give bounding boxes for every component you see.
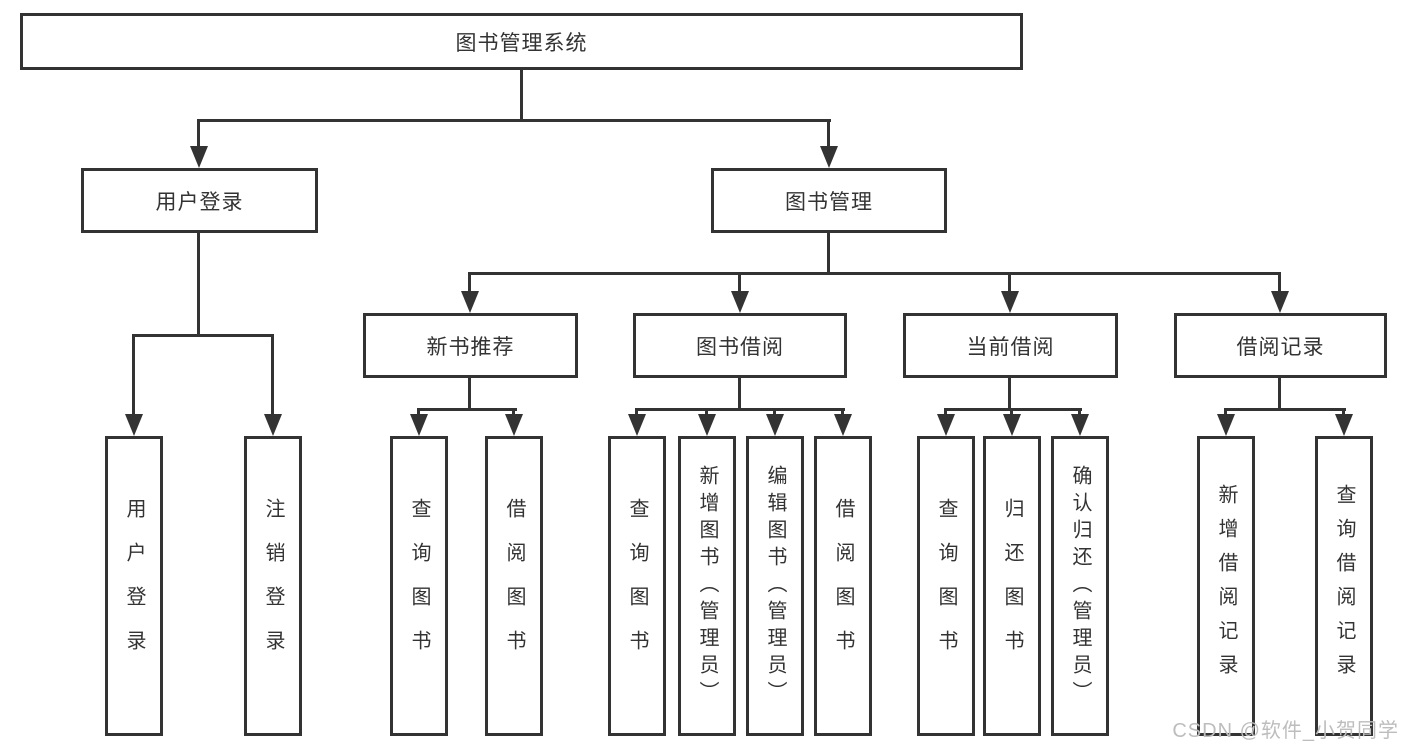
node-label: 借阅图书 bbox=[503, 498, 525, 674]
leaf-recommend-query-books: 查询图书 bbox=[390, 436, 448, 736]
connector-line bbox=[1224, 408, 1346, 411]
arrowhead-icon bbox=[1271, 291, 1289, 313]
leaf-confirm-return-admin: 确认归还（管理员） bbox=[1051, 436, 1109, 736]
node-label: 查询图书 bbox=[935, 498, 957, 674]
node-book-management: 图书管理 bbox=[711, 168, 947, 233]
arrowhead-icon bbox=[410, 414, 428, 436]
connector-line bbox=[827, 119, 830, 151]
connector-line bbox=[417, 408, 517, 411]
connector-line bbox=[1278, 378, 1281, 411]
connector-line bbox=[738, 378, 741, 411]
connector-line bbox=[1008, 378, 1011, 411]
connector-line bbox=[1008, 272, 1011, 296]
connector-line bbox=[197, 119, 831, 122]
node-label: 归还图书 bbox=[1001, 498, 1023, 674]
leaf-add-borrow-record: 新增借阅记录 bbox=[1197, 436, 1255, 736]
node-label: 查询图书 bbox=[626, 498, 648, 674]
node-label: 借阅记录 bbox=[1236, 335, 1325, 359]
arrowhead-icon bbox=[1001, 291, 1019, 313]
node-label: 查询借阅记录 bbox=[1333, 484, 1355, 688]
connector-line bbox=[132, 334, 274, 337]
node-label: 图书管理 bbox=[785, 190, 873, 214]
csdn-watermark: CSDN @软件_小贺同学 bbox=[1172, 720, 1399, 742]
node-label: 注销登录 bbox=[262, 498, 284, 674]
node-label: 编辑图书（管理员） bbox=[764, 464, 786, 708]
node-label: 图书管理系统 bbox=[455, 31, 588, 55]
node-label: 用户登录 bbox=[155, 190, 244, 214]
connector-line bbox=[520, 68, 523, 121]
node-library-management-system: 图书管理系统 bbox=[20, 13, 1023, 70]
node-current-borrowing: 当前借阅 bbox=[903, 313, 1118, 378]
arrowhead-icon bbox=[731, 291, 749, 313]
node-label: 新书推荐 bbox=[426, 335, 515, 359]
leaf-current-query-books: 查询图书 bbox=[917, 436, 975, 736]
arrowhead-icon bbox=[461, 291, 479, 313]
node-label: 新增借阅记录 bbox=[1215, 484, 1237, 688]
leaf-return-books: 归还图书 bbox=[983, 436, 1041, 736]
arrowhead-icon bbox=[628, 414, 646, 436]
connector-line bbox=[468, 378, 471, 411]
leaf-borrow-query-books: 查询图书 bbox=[608, 436, 666, 736]
node-label: 查询图书 bbox=[408, 498, 430, 674]
node-label: 图书借阅 bbox=[696, 335, 784, 359]
arrowhead-icon bbox=[834, 414, 852, 436]
arrowhead-icon bbox=[1217, 414, 1235, 436]
connector-line bbox=[738, 272, 741, 296]
arrowhead-icon bbox=[937, 414, 955, 436]
connector-line bbox=[468, 272, 1281, 275]
arrowhead-icon bbox=[505, 414, 523, 436]
arrowhead-icon bbox=[264, 414, 282, 436]
arrowhead-icon bbox=[820, 146, 838, 168]
node-label: 当前借阅 bbox=[966, 335, 1055, 359]
leaf-user-login: 用户登录 bbox=[105, 436, 163, 736]
connector-line bbox=[132, 334, 135, 418]
leaf-query-borrow-record: 查询借阅记录 bbox=[1315, 436, 1373, 736]
leaf-recommend-borrow-books: 借阅图书 bbox=[485, 436, 543, 736]
node-new-book-recommend: 新书推荐 bbox=[363, 313, 578, 378]
node-label: 用户登录 bbox=[123, 498, 145, 674]
arrowhead-icon bbox=[766, 414, 784, 436]
connector-line bbox=[635, 408, 845, 411]
connector-line bbox=[468, 272, 471, 296]
leaf-logout: 注销登录 bbox=[244, 436, 302, 736]
leaf-edit-books-admin: 编辑图书（管理员） bbox=[746, 436, 804, 736]
leaf-add-books-admin: 新增图书（管理员） bbox=[678, 436, 736, 736]
connector-line bbox=[271, 334, 274, 418]
node-user-login: 用户登录 bbox=[81, 168, 318, 233]
arrowhead-icon bbox=[190, 146, 208, 168]
arrowhead-icon bbox=[1003, 414, 1021, 436]
node-label: 新增图书（管理员） bbox=[696, 464, 718, 708]
arrowhead-icon bbox=[1071, 414, 1089, 436]
connector-line bbox=[197, 233, 200, 337]
connector-line bbox=[827, 233, 830, 274]
node-label: 借阅图书 bbox=[832, 498, 854, 674]
arrowhead-icon bbox=[1335, 414, 1353, 436]
node-borrowing-records: 借阅记录 bbox=[1174, 313, 1387, 378]
connector-line bbox=[944, 408, 1082, 411]
arrowhead-icon bbox=[125, 414, 143, 436]
node-label: 确认归还（管理员） bbox=[1069, 464, 1091, 708]
arrowhead-icon bbox=[698, 414, 716, 436]
connector-line bbox=[197, 119, 200, 151]
leaf-borrow-books: 借阅图书 bbox=[814, 436, 872, 736]
node-book-borrowing: 图书借阅 bbox=[633, 313, 847, 378]
connector-line bbox=[1278, 272, 1281, 296]
